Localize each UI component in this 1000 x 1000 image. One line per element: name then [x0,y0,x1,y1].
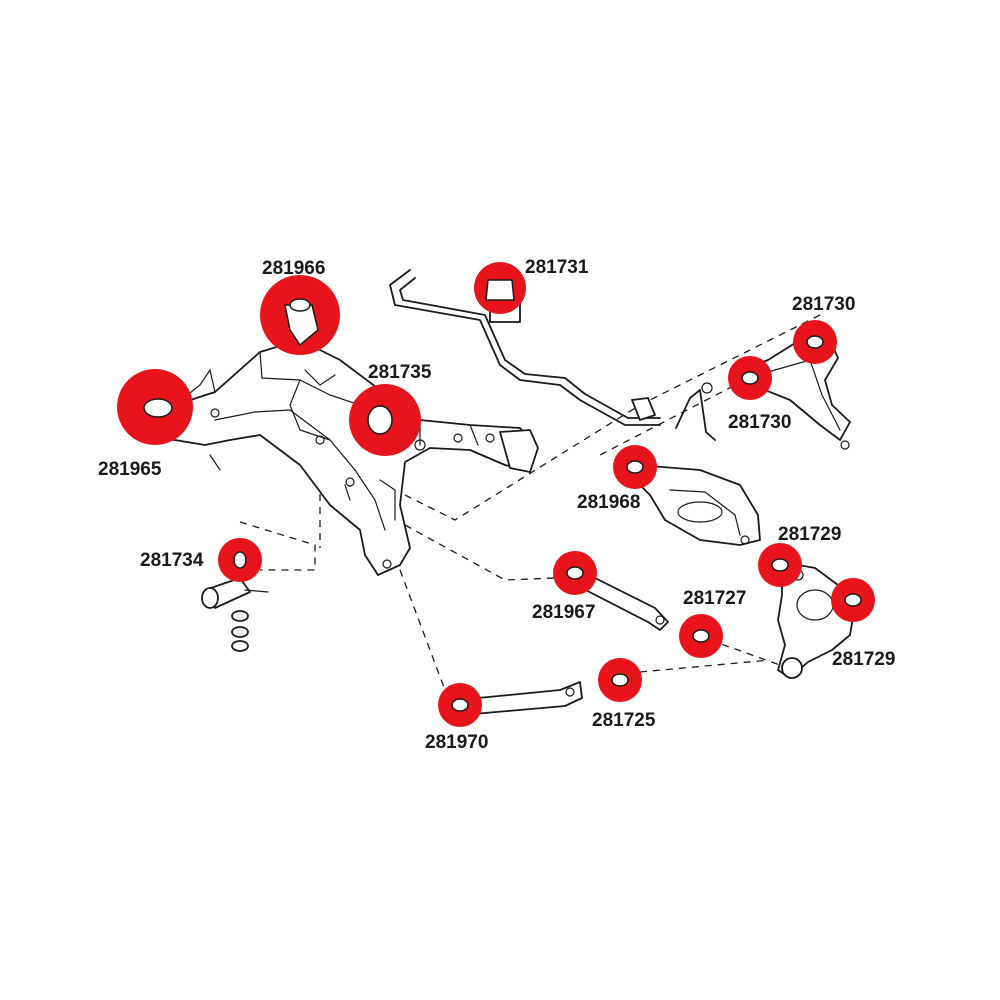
label-281727: 281727 [683,588,746,609]
bushing-281727[interactable] [679,614,723,658]
leader-lines [239,314,821,691]
rear-subframe [127,339,539,576]
label-281970: 281970 [425,732,488,753]
bushing-281965[interactable] [117,369,193,445]
bushing-281730-top[interactable] [793,320,837,364]
label-281966: 281966 [262,258,325,279]
bushing-281725[interactable] [598,658,642,702]
bushing-281729-right[interactable] [831,578,875,622]
label-281731: 281731 [525,257,589,278]
label-281730-mid: 281730 [728,412,791,433]
lower-control-arm [621,459,761,546]
bushing-281729-top[interactable] [758,543,802,587]
label-281967: 281967 [532,602,595,623]
bushing-281731[interactable] [474,262,526,314]
bushings [117,262,875,727]
bushing-281735[interactable] [349,384,421,456]
label-281968: 281968 [577,492,640,513]
label-281725: 281725 [592,710,656,731]
bolt-kit [201,577,269,652]
anti-roll-bar [389,269,716,441]
label-281729-top: 281729 [778,524,841,545]
label-281729-bottom: 281729 [832,649,895,670]
part-labels: 281966 281731 281730 281735 281730 28196… [98,257,895,753]
label-281734: 281734 [140,550,204,571]
bushing-281734[interactable] [218,538,262,582]
bushing-281967[interactable] [553,551,597,595]
label-281965: 281965 [98,459,162,480]
bushing-281730-mid[interactable] [728,356,772,400]
bushing-281966[interactable] [260,275,340,355]
bushing-281968[interactable] [613,445,657,489]
bushing-281970[interactable] [438,683,482,727]
label-281735: 281735 [368,362,432,383]
label-281730-top: 281730 [792,294,855,315]
